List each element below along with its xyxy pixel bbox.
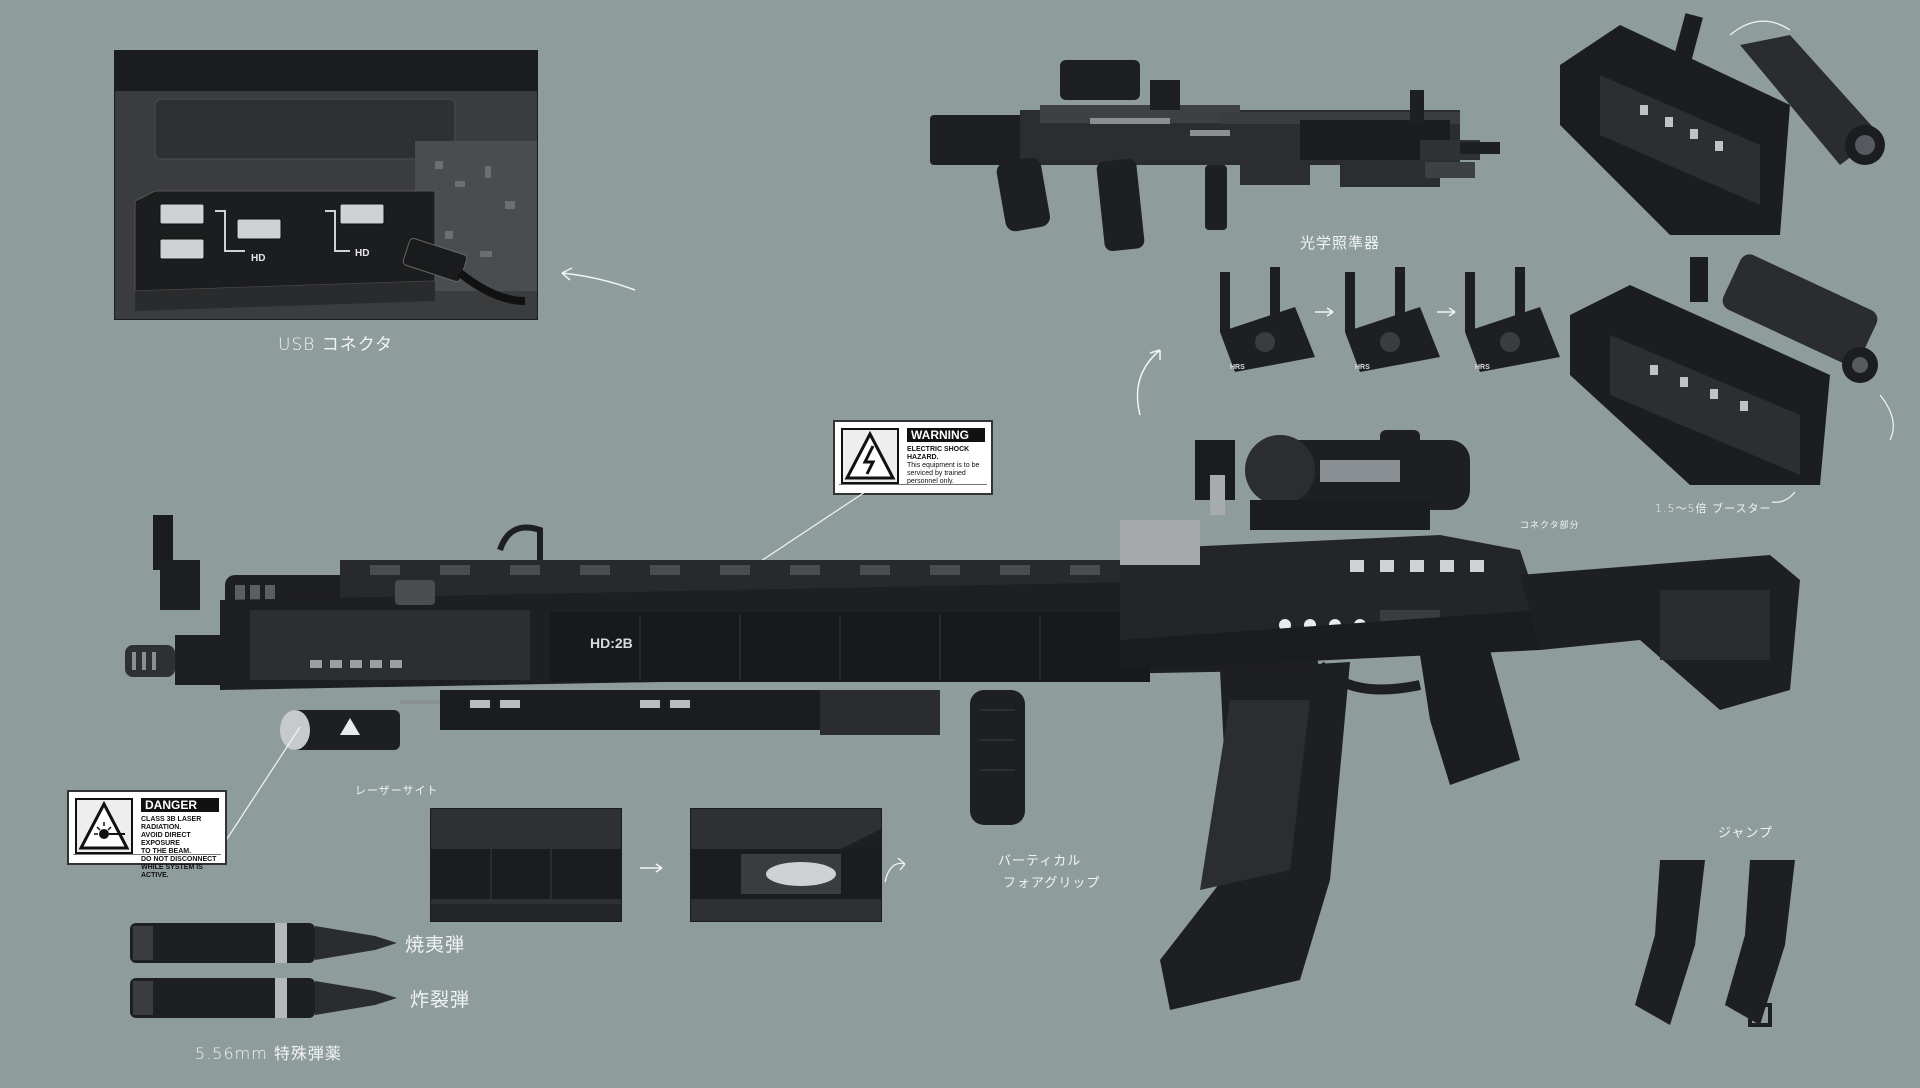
warning-line-2: HAZARD. [907,454,939,461]
mount-curve-arrow [1136,349,1161,416]
usb-plug-icon [402,237,526,305]
magazines-illustration [1635,860,1795,1027]
danger-line-1: CLASS 3B LASER RADIATION. [141,816,202,831]
compartment-open-arrow [884,857,906,883]
danger-line-4: DO NOT DISCONNECT [141,856,217,863]
ammo-caption: 5.56mm 特殊弾薬 [195,1044,342,1063]
foregrip-caption-1: バーティカル [998,854,1082,869]
warning-line-4: serviced by trained [907,470,966,477]
incendiary-round [130,923,397,963]
magazine-caption: ジャンプ [1718,826,1773,841]
warning-header: WARNING [907,428,985,442]
compartment-closed-photo [430,808,622,922]
sight-mount-2 [1345,267,1440,372]
booster-folded-view [1560,13,1885,235]
danger-line-2: AVOID DIRECT EXPOSURE [141,832,191,847]
magazine-1 [1635,860,1705,1025]
mount-marking-3: HRS [1475,364,1490,371]
laser-hazard-icon [75,798,133,854]
booster-deployed-view [1570,254,1894,485]
usb-connector-caption: USB コネクタ [278,335,394,355]
compartment-arrow [640,863,663,873]
warning-label: WARNING ELECTRIC SHOCK HAZARD. This equi… [833,420,993,495]
warning-line-1: ELECTRIC SHOCK [907,446,970,453]
mount-marking-2: HRS [1355,364,1370,371]
magazine-2 [1725,860,1795,1025]
sight-mount-sequence: HRS HRS HRS [1220,267,1560,372]
rifle-model-marking: HD:2B [590,635,633,651]
rifle-overview-illustration [930,60,1500,252]
sight-mount-3 [1465,267,1560,372]
connector-section-caption: コネクタ部分 [1520,521,1580,531]
ammo-illustration [130,923,397,1018]
warning-line-3: This equipment is to be [907,462,980,469]
usb-port-label-2: HD [355,248,369,259]
sight-mount-1 [1220,267,1315,372]
main-rifle-illustration: HD:2B [125,430,1800,1010]
usb-connector-photo: HD HD [114,50,538,320]
warning-line-5: personnel only. [907,478,954,485]
incendiary-round-caption: 焼夷弾 [405,934,466,956]
booster-caption: 1.5～5倍 ブースター [1655,502,1772,515]
electric-hazard-icon [841,428,899,484]
danger-header: DANGER [141,798,219,812]
usb-connector-illustration: HD HD [115,51,537,319]
laser-sight-caption: レーザーサイト [355,784,439,797]
explosive-round-caption: 炸裂弾 [410,989,471,1011]
optical-sight-caption: 光学照準器 [1300,234,1381,252]
danger-leader-line [224,726,301,843]
usb-arrow [561,267,636,291]
danger-line-3: TO THE BEAM. [141,848,192,855]
danger-line-5: WHILE SYSTEM IS ACTIVE. [141,864,203,879]
booster-arrow [1771,491,1796,503]
danger-label: DANGER CLASS 3B LASER RADIATION. AVOID D… [67,790,227,879]
compartment-open-photo [690,808,882,922]
mount-marking-1: HRS [1230,364,1245,371]
usb-port-label-1: HD [251,253,265,264]
foregrip-caption-2: フォアグリップ [1003,876,1101,891]
explosive-round [130,978,397,1018]
